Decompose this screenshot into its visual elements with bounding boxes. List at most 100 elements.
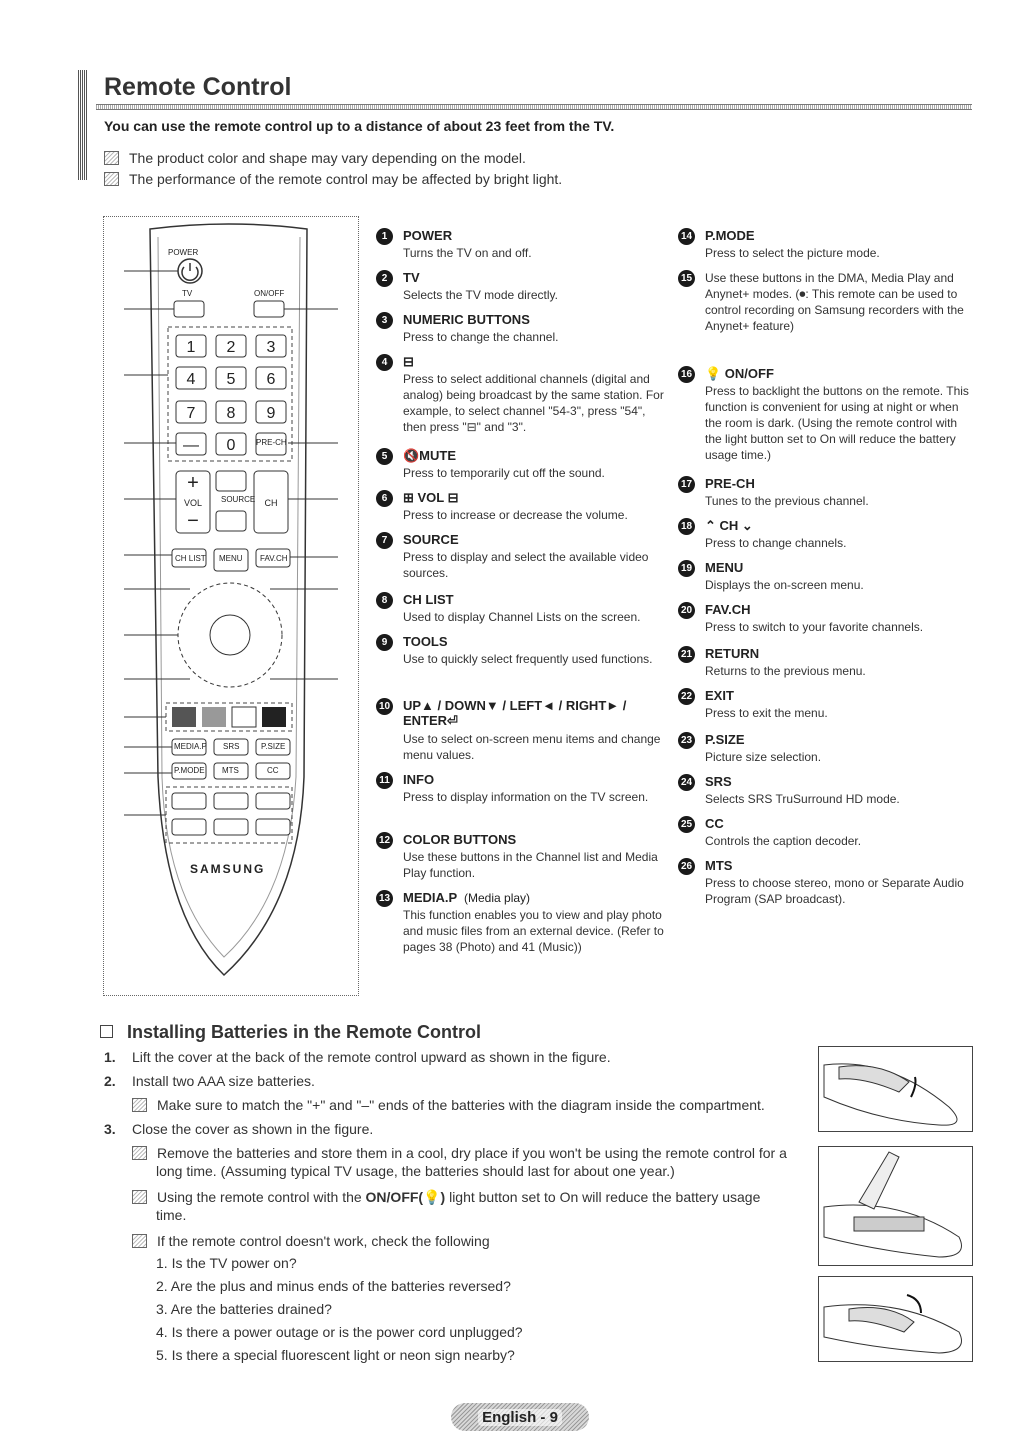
title-rule <box>96 104 972 110</box>
callout-number: 11 <box>376 772 393 789</box>
step-3-text: Close the cover as shown in the figure. <box>132 1121 374 1137</box>
button-name: ⊞ VOL ⊟ <box>403 490 459 505</box>
check-item: 1. Is the TV power on? <box>156 1255 297 1271</box>
callout-number: 5 <box>376 448 393 465</box>
button-description-text: This function enables you to view and pl… <box>403 908 664 954</box>
button-description-text: Press to select the picture mode. <box>705 246 880 260</box>
button-name: TOOLS <box>403 634 448 649</box>
note-icon <box>132 1234 147 1248</box>
callout-number: 1 <box>376 228 393 245</box>
step-2-note: Make sure to match the "+" and "–" ends … <box>132 1096 812 1114</box>
check-item: 4. Is there a power outage or is the pow… <box>156 1324 523 1340</box>
button-name: 🔇MUTE <box>403 448 457 463</box>
batteries-section-title: Installing Batteries in the Remote Contr… <box>100 1022 481 1043</box>
remote-label-psize: P.SIZE <box>261 742 286 751</box>
remote-label-mediap: MEDIA.P <box>174 742 207 751</box>
button-name: P.SIZE <box>705 732 745 747</box>
callout-number: 4 <box>376 354 393 371</box>
remote-back-illustration <box>823 1063 958 1126</box>
remote-label-favch: FAV.CH <box>260 554 288 563</box>
button-description-text: Press to exit the menu. <box>705 706 828 720</box>
button-description-text: Press to change the channel. <box>403 330 559 344</box>
button-name: INFO <box>403 772 435 787</box>
button-name: EXIT <box>705 688 734 703</box>
note-bold: ON/OFF(💡) <box>365 1189 446 1205</box>
note-icon <box>132 1190 147 1204</box>
battery-figure-1 <box>818 1046 973 1132</box>
note-text: Remove the batteries and store them in a… <box>156 1145 787 1179</box>
callout-number: 20 <box>678 602 695 619</box>
remote-brand-logo: SAMSUNG <box>190 862 266 876</box>
button-description-text: Press to change channels. <box>705 536 847 550</box>
page-subtitle: You can use the remote control up to a d… <box>104 118 615 134</box>
svg-text:0: 0 <box>227 437 236 454</box>
button-name: 💡 ON/OFF <box>705 366 774 381</box>
button-description-text: Turns the TV on and off. <box>403 246 532 260</box>
button-name: MENU <box>705 560 744 575</box>
page-number-text: English - 9 <box>478 1408 562 1426</box>
header-bar <box>78 70 87 180</box>
step-2-text: Install two AAA size batteries. <box>132 1073 315 1089</box>
callout-number: 19 <box>678 560 695 577</box>
step-3-note-a: Remove the batteries and store them in a… <box>132 1144 812 1180</box>
callout-number: 23 <box>678 732 695 749</box>
remote-label-power: POWER <box>168 248 199 257</box>
callout-number: 25 <box>678 816 695 833</box>
callout-number: 18 <box>678 518 695 535</box>
callout-number: 2 <box>376 270 393 287</box>
button-description-text: Returns to the previous menu. <box>705 664 866 678</box>
check-item: 3. Are the batteries drained? <box>156 1301 332 1317</box>
button-description-text: Use these buttons in the Channel list an… <box>403 850 658 880</box>
check-item: 2. Are the plus and minus ends of the ba… <box>156 1278 511 1294</box>
button-description-text: Press to temporarily cut off the sound. <box>403 466 605 480</box>
remote-label-chlist: CH LIST <box>175 554 206 563</box>
button-description-text: Use these buttons in the DMA, Media Play… <box>705 271 964 333</box>
button-name: TV <box>403 270 420 285</box>
svg-text:5: 5 <box>227 371 236 388</box>
callout-number: 26 <box>678 858 695 875</box>
button-description-text: Tunes to the previous channel. <box>705 494 869 508</box>
button-description-text: Controls the caption decoder. <box>705 834 862 848</box>
callout-number: 16 <box>678 366 695 383</box>
button-description-text: Picture size selection. <box>705 750 822 764</box>
check-item: 5. Is there a special fluorescent light … <box>156 1347 515 1363</box>
button-description-text: Press to switch to your favorite channel… <box>705 620 924 634</box>
svg-text:VOL: VOL <box>184 498 202 508</box>
svg-text:8: 8 <box>227 405 236 422</box>
button-name: P.MODE <box>705 228 755 243</box>
button-name: FAV.CH <box>705 602 751 617</box>
note-text: light button set to On will reduce the b… <box>156 1189 761 1223</box>
note-text: The product color and shape may vary dep… <box>129 150 526 166</box>
remote-label-tv: TV <box>182 289 193 298</box>
svg-text:3: 3 <box>267 339 276 356</box>
svg-text:—: — <box>183 437 199 454</box>
callout-number: 12 <box>376 832 393 849</box>
note-icon <box>132 1098 147 1112</box>
button-name: SRS <box>705 774 732 789</box>
note-text: The performance of the remote control ma… <box>129 171 563 187</box>
svg-text:9: 9 <box>267 405 276 422</box>
button-description-text: Selects SRS TruSurround HD mode. <box>705 792 900 806</box>
remote-label-cc: CC <box>267 766 279 775</box>
svg-text:1: 1 <box>187 339 196 356</box>
callout-number: 14 <box>678 228 695 245</box>
button-name: COLOR BUTTONS <box>403 832 517 847</box>
callout-number: 21 <box>678 646 695 663</box>
remote-label-mts: MTS <box>222 766 239 775</box>
batteries-title-text: Installing Batteries in the Remote Contr… <box>127 1022 482 1042</box>
note-item: The product color and shape may vary dep… <box>104 150 526 166</box>
callout-number: 7 <box>376 532 393 549</box>
remote-label-srs: SRS <box>223 742 240 751</box>
button-name: RETURN <box>705 646 760 661</box>
remote-label-menu: MENU <box>219 554 243 563</box>
note-icon <box>104 151 119 165</box>
step-3-note-c: If the remote control doesn't work, chec… <box>132 1232 812 1250</box>
step-3-note-b: Using the remote control with the ON/OFF… <box>132 1188 792 1224</box>
button-description-text: Use to quickly select frequently used fu… <box>403 652 653 666</box>
page-number-badge: English - 9 <box>451 1403 589 1431</box>
svg-text:7: 7 <box>187 405 196 422</box>
battery-insert-illustration <box>823 1151 962 1258</box>
button-name: ⊟ <box>403 354 414 369</box>
callout-number: 13 <box>376 890 393 907</box>
